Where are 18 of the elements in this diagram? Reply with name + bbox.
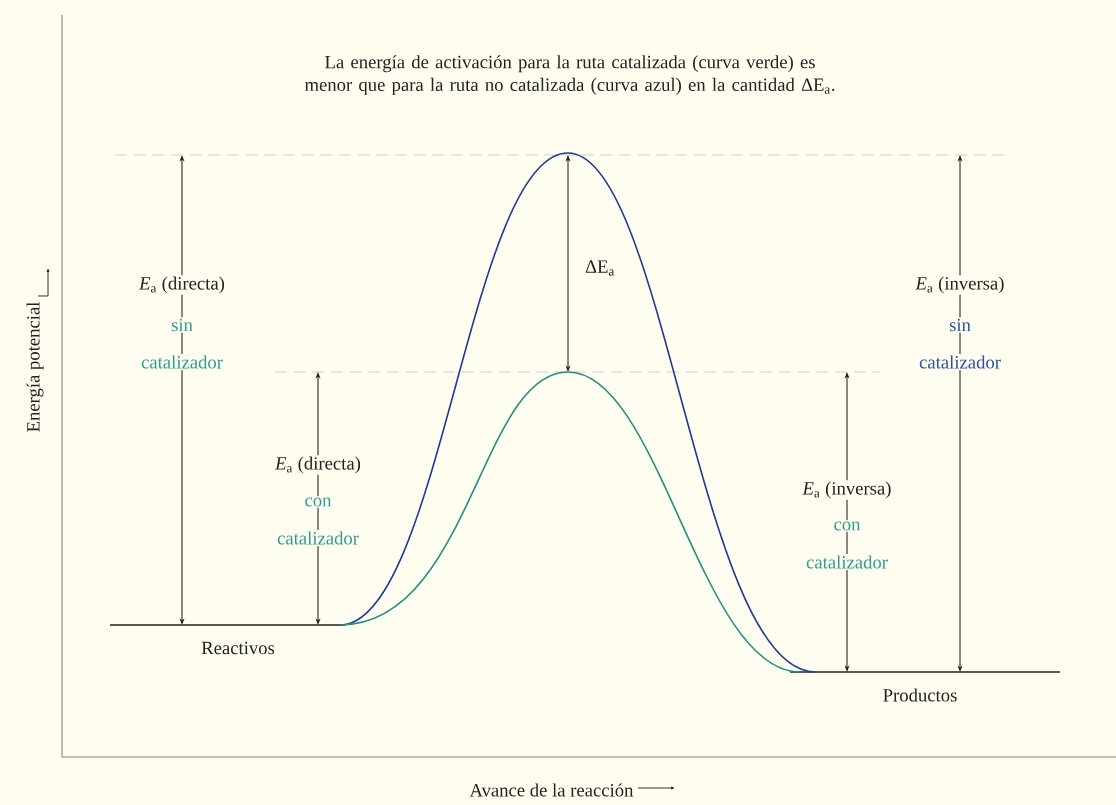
axis-label: Energía potencial [26,301,44,432]
label: E$_{a}$ (inversa) [801,480,893,500]
label: E$_{a}$ (inversa) [914,275,1006,295]
label: catalizador [139,354,225,370]
label: con [303,496,333,508]
label: ΔE$_{a}$ [583,259,617,277]
label: catalizador [804,554,890,570]
label: sin [947,317,973,333]
title-text: La energía de activación para la ruta catalizada (curva verde) es menor que para la ruta no catalizada (curva azul) en la cantidad ΔE$_{a}$. [304,55,835,95]
label: catalizador [275,530,361,546]
label: con [832,520,862,532]
label: E$_{a}$ (directa) [137,275,227,295]
axis-label: Avance de la reacción [469,783,634,797]
label: E$_{a}$ (directa) [273,455,363,475]
label: Reactivos [199,640,277,656]
label: Productos [881,687,959,703]
label: sin [169,317,195,333]
label: catalizador [917,354,1003,370]
